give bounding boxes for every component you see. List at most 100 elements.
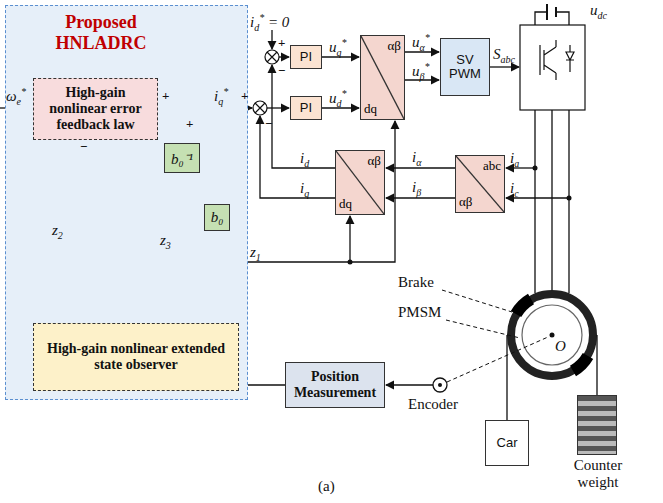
sign-label: +: [186, 117, 193, 131]
counterweight-box: Counter weight: [577, 395, 617, 455]
box-label: SV PWM: [441, 53, 489, 82]
signal-label: a: [514, 158, 519, 169]
signal-label: iq: [300, 180, 309, 199]
junction-dot: [348, 260, 353, 265]
measurement-box: Position Measurement: [285, 362, 385, 408]
signal-label: c: [514, 188, 518, 199]
signal-label: *: [223, 86, 228, 97]
signal-label: dc: [598, 10, 607, 21]
signal-label: udc: [590, 2, 607, 21]
signal-label: d: [337, 98, 342, 109]
signal-label: id: [300, 150, 309, 169]
signal-label: ic: [510, 180, 519, 199]
pmsm-symbol: [511, 294, 593, 376]
signal-label: β: [416, 187, 421, 198]
summing-junction: [253, 101, 267, 115]
car-box: Car: [485, 420, 529, 466]
signal-wire: [271, 30, 272, 49]
signal-wire: [535, 110, 569, 293]
box-label: Car: [497, 436, 518, 450]
junction-dot: [533, 166, 538, 171]
signal-label: id* = 0: [250, 12, 289, 33]
inverter-symbol: [520, 25, 585, 110]
signal-label: ia: [510, 150, 519, 169]
inverter-symbol: [520, 25, 585, 110]
signal-label: *: [425, 32, 430, 43]
encoder-symbol: [433, 378, 447, 392]
signal-wire: [272, 65, 335, 168]
signal-label: O: [555, 338, 566, 355]
signal-label: z3: [160, 232, 171, 251]
inverter-symbol: [540, 40, 556, 80]
sign-label: +: [278, 36, 285, 50]
transform-label: dq: [339, 196, 352, 212]
part-label: Encoder: [408, 396, 458, 413]
sign-label: +: [241, 89, 248, 103]
signal-label: uq*: [329, 37, 347, 58]
part-label: Brake: [398, 274, 434, 291]
summing-junction: [255, 103, 265, 113]
leader-line: [442, 290, 512, 312]
box-label: b₀: [211, 209, 224, 226]
part-label: PMSM: [398, 304, 441, 321]
signal-wire: [386, 384, 433, 385]
box-label: b₀⁻¹: [171, 148, 193, 168]
signal-label: 3: [166, 240, 171, 251]
region-title: Proposed HNLADRC: [31, 12, 171, 53]
signal-label: z1: [250, 244, 261, 263]
transform-label: abc: [483, 158, 501, 174]
transform-label: αβ: [388, 38, 401, 54]
signal-label: *: [342, 88, 347, 99]
signal-label: q: [218, 96, 223, 107]
signal-wire: [506, 167, 535, 168]
signal-label: α: [416, 157, 421, 168]
signal-label: iβ: [412, 179, 421, 198]
inverter-symbol: [566, 45, 574, 72]
sign-label: −: [265, 117, 272, 131]
dc-source: [547, 4, 556, 20]
transform-label: αβ: [368, 153, 381, 169]
signal-wire: [260, 116, 335, 198]
signal-label: *: [342, 37, 347, 48]
box-label: PI: [300, 50, 312, 64]
signal-wire: [235, 121, 395, 322]
leader-line: [447, 337, 548, 382]
part-label: (a): [318, 478, 335, 495]
signal-label: z2: [52, 222, 63, 241]
signal-label: iα: [412, 149, 421, 168]
box-label: Position Measurement: [286, 369, 384, 401]
signal-label: q: [337, 47, 342, 58]
signal-label: *: [424, 61, 429, 72]
observer-box: High-gain nonlinear extended state obser…: [33, 323, 239, 391]
signal-label: α: [420, 42, 425, 53]
box-label: High-gain nonlinear error feedback law: [34, 85, 157, 133]
signal-label: 1: [256, 252, 261, 263]
controller-region: Proposed HNLADRC High-gain nonlinear erro…: [5, 5, 248, 400]
transform-box: abcαβ: [455, 155, 505, 213]
pmsm-symbol: [550, 333, 555, 338]
gain-box: b₀⁻¹: [164, 143, 200, 173]
signal-label: uα*: [412, 32, 430, 53]
sign-label: +: [162, 89, 169, 103]
sign-label: −: [278, 64, 285, 78]
transform-label: dq: [364, 101, 377, 117]
signal-wire: [349, 216, 350, 262]
pi-controller: PI: [290, 45, 322, 69]
feedback-law-box: High-gain nonlinear error feedback law: [33, 78, 158, 140]
signal-label: e: [17, 96, 21, 107]
summing-junction: [267, 52, 277, 62]
signal-label: iq*: [214, 86, 228, 107]
signal-label: abc: [501, 54, 515, 65]
box-label: PI: [300, 101, 312, 115]
signal-label: Sabc: [493, 46, 515, 65]
counterweight-label: Counter weight: [563, 457, 633, 490]
box-label: High-gain nonlinear extended state obser…: [34, 341, 238, 373]
junction-dot: [214, 106, 572, 265]
signal-wire: [535, 12, 569, 25]
sign-label: −: [80, 140, 87, 154]
pmsm-symbol: [573, 356, 588, 371]
signal-wire: [267, 107, 289, 108]
signal-wire: [490, 66, 519, 67]
pmsm-symbol: [522, 305, 582, 365]
